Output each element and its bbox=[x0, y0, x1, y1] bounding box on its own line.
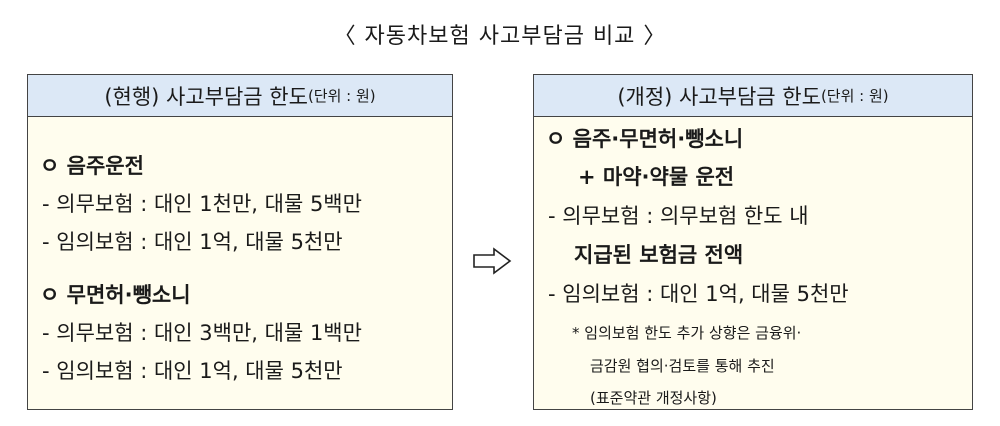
combined-offense-heading: ㅇ 음주·무면허·뺑소니 bbox=[546, 127, 744, 151]
current-limits-header: (현행) 사고부담금 한도 (단위 : 원) bbox=[28, 75, 452, 117]
revised-limits-header-unit: (단위 : 원) bbox=[820, 87, 889, 105]
revised-limits-panel: (개정) 사고부담금 한도 (단위 : 원) ㅇ 음주·무면허·뺑소니 + 마약… bbox=[533, 74, 973, 410]
current-limits-panel: (현행) 사고부담금 한도 (단위 : 원) ㅇ 음주운전 - 의무보험 : 대… bbox=[27, 74, 453, 410]
revised-limits-header-title: (개정) 사고부담금 한도 bbox=[617, 84, 821, 109]
revised-limits-header: (개정) 사고부담금 한도 (단위 : 원) bbox=[534, 75, 972, 117]
footnote-line-2: 금감원 협의·검토를 통해 추진 bbox=[590, 357, 775, 375]
outlined-right-arrow-icon bbox=[473, 247, 512, 275]
current-limits-header-unit: (단위 : 원) bbox=[307, 87, 376, 105]
drug-driving-line: + 마약·약물 운전 bbox=[578, 165, 735, 189]
revised-mandatory-line: - 의무보험 : 의무보험 한도 내 bbox=[548, 204, 809, 228]
footnote-line-1: * 임의보험 한도 추가 상향은 금융위· bbox=[572, 324, 802, 342]
unlicensed-optional-line: - 임의보험 : 대인 1억, 대물 5천만 bbox=[42, 359, 343, 383]
drunk-driving-heading: ㅇ 음주운전 bbox=[40, 154, 144, 178]
footnote-line-3: (표준약관 개정사항) bbox=[590, 389, 717, 407]
drunk-optional-line: - 임의보험 : 대인 1억, 대물 5천만 bbox=[42, 230, 343, 254]
page-title: 〈 자동차보험 사고부담금 비교 〉 bbox=[333, 24, 667, 49]
current-limits-header-title: (현행) 사고부담금 한도 bbox=[104, 84, 308, 109]
unlicensed-mandatory-line: - 의무보험 : 대인 3백만, 대물 1백만 bbox=[42, 321, 362, 345]
revised-mandatory-line-cont: 지급된 보험금 전액 bbox=[574, 243, 744, 267]
drunk-mandatory-line: - 의무보험 : 대인 1천만, 대물 5백만 bbox=[42, 192, 362, 216]
revised-optional-line: - 임의보험 : 대인 1억, 대물 5천만 bbox=[548, 282, 849, 306]
unlicensed-hitrun-heading: ㅇ 무면허·뺑소니 bbox=[40, 283, 191, 307]
